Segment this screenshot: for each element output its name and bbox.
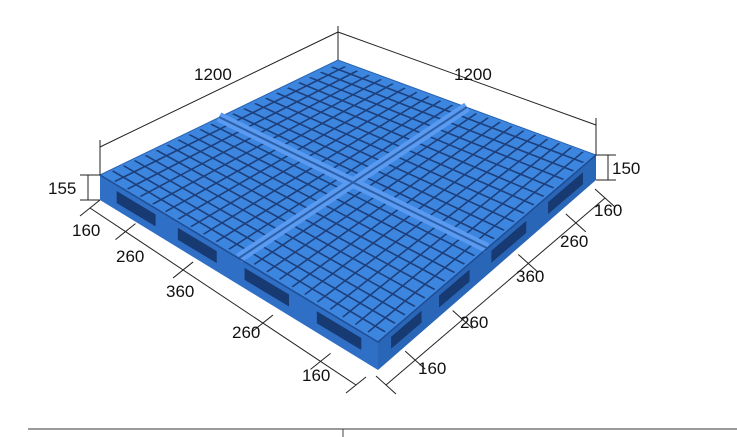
right-segment-label-3: 360 xyxy=(516,267,544,286)
segment-tick xyxy=(404,350,426,370)
side-opening xyxy=(548,172,583,215)
dimension-lines xyxy=(80,26,616,386)
segment-tick xyxy=(79,199,101,217)
segment-tick xyxy=(452,310,473,329)
side-opening xyxy=(244,267,290,307)
length-dim-left xyxy=(99,31,339,148)
segment-tick xyxy=(115,223,136,240)
left-segment-label-3: 360 xyxy=(166,282,194,301)
plastic-pallet-illustration xyxy=(98,59,597,370)
segment-tick xyxy=(594,188,616,208)
pallet-cross-ribs xyxy=(216,102,490,263)
top-left-length-label: 1200 xyxy=(194,65,232,84)
segment-tick xyxy=(375,375,397,395)
side-opening xyxy=(439,269,470,308)
segment-dim-right xyxy=(385,197,606,386)
segment-tick xyxy=(565,213,587,233)
length-dim-right xyxy=(337,31,597,126)
segment-tick xyxy=(310,353,331,370)
left-height-label: 155 xyxy=(48,179,76,198)
left-segment-label-5: 160 xyxy=(302,366,330,385)
left-segment-label-4: 260 xyxy=(232,323,260,342)
right-segment-label-2: 260 xyxy=(560,232,588,251)
dimension-labels: 1200 1200 155 150 160 260 360 260 160 16… xyxy=(48,65,640,385)
segment-tick xyxy=(518,254,539,273)
side-opening xyxy=(391,310,422,349)
segment-tick xyxy=(172,261,194,279)
right-segment-label-5: 160 xyxy=(418,359,446,378)
right-segment-label-1: 160 xyxy=(594,201,622,220)
right-height-label: 150 xyxy=(612,159,640,178)
left-segment-label-2: 260 xyxy=(116,247,144,266)
segment-dim-left xyxy=(89,207,357,386)
segment-tick xyxy=(252,314,274,332)
left-segment-label-1: 160 xyxy=(72,221,100,240)
side-opening xyxy=(116,191,156,227)
pallet-side-openings xyxy=(116,172,583,350)
side-opening xyxy=(491,220,527,263)
top-right-length-label: 1200 xyxy=(454,65,492,84)
side-opening xyxy=(177,227,217,264)
right-segment-label-4: 260 xyxy=(460,313,488,332)
segment-ticks xyxy=(79,188,616,395)
segment-tick xyxy=(345,376,367,394)
side-opening xyxy=(316,311,362,350)
pallet-left-side xyxy=(100,175,378,370)
pallet-right-side xyxy=(378,155,596,370)
pallet-front-edge xyxy=(99,154,597,343)
